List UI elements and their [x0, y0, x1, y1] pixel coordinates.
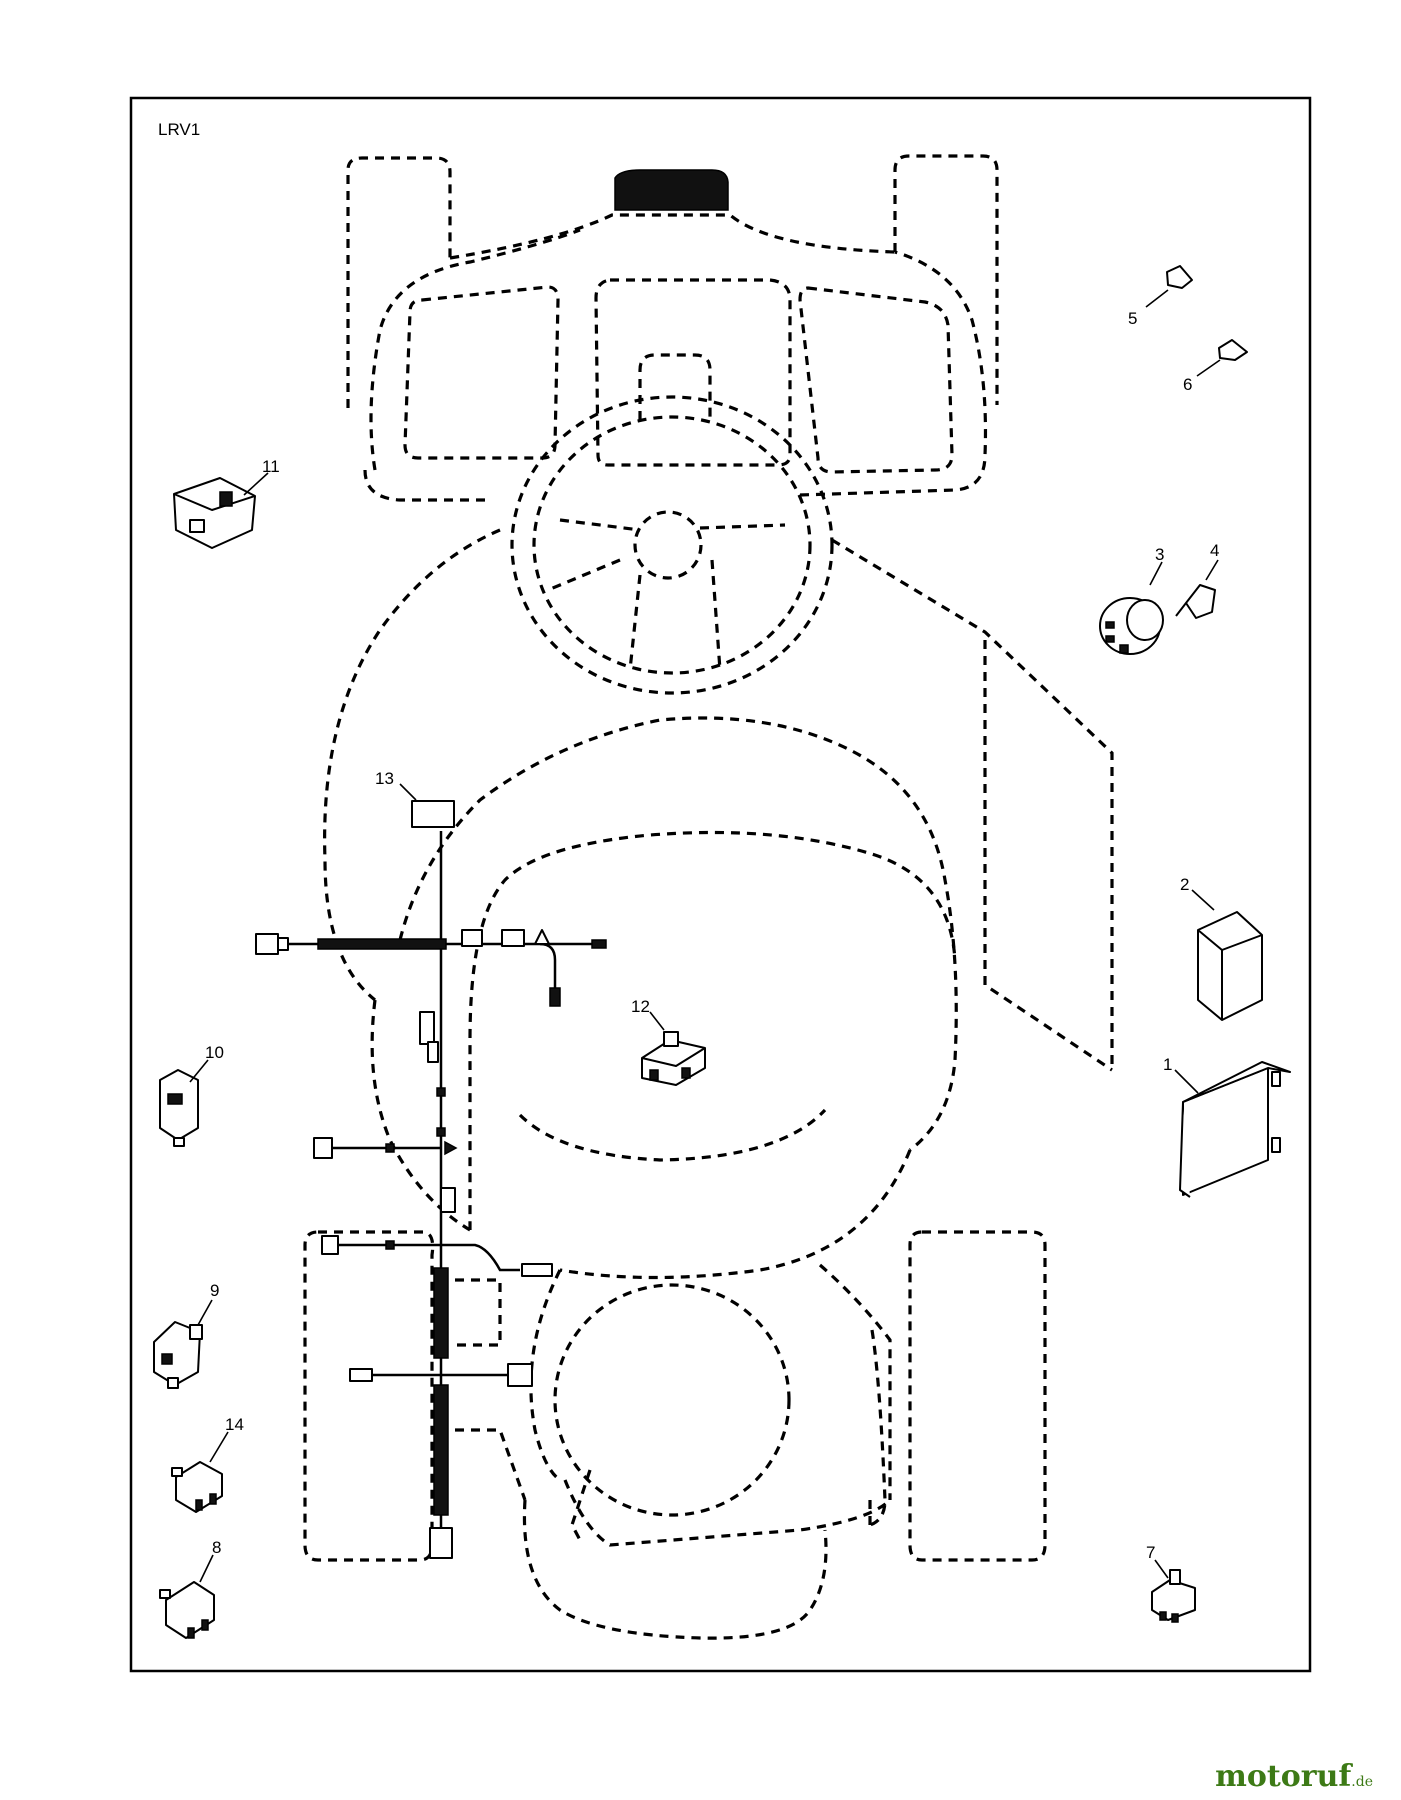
callout-11-leader [243, 472, 269, 496]
callout-8-leader [199, 1554, 214, 1583]
callout-2-leader [1191, 889, 1215, 911]
harness-connectors [255, 800, 607, 1559]
callout-13-leader [399, 783, 417, 801]
tractor-outline [303, 154, 1114, 1640]
callout-10-leader [189, 1059, 209, 1083]
callout-6-leader [1196, 359, 1221, 377]
callout-4: 4 [1210, 541, 1219, 560]
part-switch-9 [153, 1321, 203, 1389]
callout-8: 8 [212, 1538, 221, 1557]
diagram-frame [129, 96, 1312, 1673]
callout-6: 6 [1183, 375, 1192, 394]
callout-5-leader [1145, 289, 1169, 308]
callout-3-leader [1149, 561, 1163, 586]
part-module-11 [173, 477, 256, 549]
callout-10: 10 [205, 1043, 224, 1062]
callout-13: 13 [375, 769, 394, 788]
hood-emblem [614, 169, 729, 211]
part-seat-switch [641, 1031, 706, 1086]
watermark-name: motoruf [1215, 1759, 1352, 1794]
callout-2: 2 [1180, 875, 1189, 894]
part-fuse-b [1218, 339, 1248, 361]
callout-14-leader [209, 1431, 229, 1463]
callout-4-leader [1205, 559, 1219, 581]
callout-1-leader [1174, 1069, 1199, 1094]
part-key [1175, 584, 1216, 619]
callout-7-leader [1154, 1559, 1169, 1579]
part-relay-14 [171, 1461, 223, 1513]
callout-12: 12 [631, 997, 650, 1016]
part-fuse-a [1166, 265, 1193, 289]
part-switch-10 [159, 1069, 199, 1147]
callout-14: 14 [225, 1415, 244, 1434]
callout-9: 9 [210, 1281, 219, 1300]
callout-12-leader [649, 1011, 665, 1031]
part-battery [1179, 1061, 1291, 1198]
part-fuse-box [1197, 911, 1263, 1021]
part-ignition-switch [1099, 597, 1164, 655]
diagram-code: LRV1 [158, 120, 200, 139]
watermark-brand: motoruf.de [1215, 1759, 1373, 1794]
callout-3: 3 [1155, 545, 1164, 564]
callout-1: 1 [1163, 1055, 1172, 1074]
wiring-harness [270, 831, 600, 1540]
callout-5: 5 [1128, 309, 1137, 328]
callout-11: 11 [262, 457, 280, 476]
callout-7: 7 [1146, 1543, 1155, 1562]
part-relay-8 [159, 1581, 215, 1639]
part-plunger-switch [1151, 1569, 1196, 1623]
callout-9-leader [197, 1299, 213, 1326]
watermark-suffix: .de [1351, 1774, 1373, 1790]
